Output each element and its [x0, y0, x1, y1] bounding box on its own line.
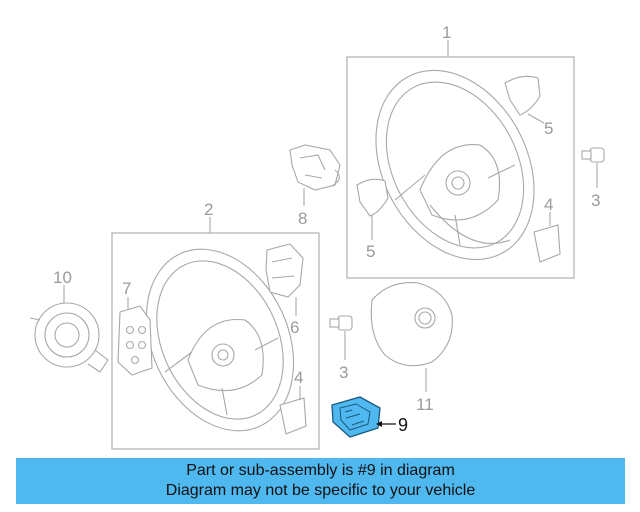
- callout-11: 11: [416, 395, 434, 414]
- bolt-3-lower: [329, 315, 353, 360]
- clock-spring-10: [29, 285, 109, 373]
- callout-4-lower: 4: [294, 368, 303, 387]
- bolt-3-upper: [581, 147, 605, 188]
- callout-10: 10: [53, 268, 72, 287]
- callout-9: 9: [398, 415, 408, 435]
- callout-1: 1: [442, 23, 451, 42]
- parts-diagram: 1 2 3 3 4 4 5 5 6 7 8 9 10 11: [29, 23, 605, 450]
- airbag-module-11: [370, 282, 453, 392]
- callout-5-lower: 5: [366, 242, 375, 261]
- assembly-frame-2: [111, 232, 320, 450]
- steering-wheel-assembly-2: [111, 217, 320, 450]
- callout-2: 2: [204, 200, 213, 219]
- callout-3-lower: 3: [339, 363, 348, 382]
- callout-4-upper: 4: [544, 195, 553, 214]
- part-9-highlighted: [331, 396, 396, 438]
- callout-8: 8: [298, 209, 307, 228]
- switch-module-8: [289, 144, 341, 206]
- assembly-frame-1: [346, 56, 575, 279]
- callout-6: 6: [290, 318, 299, 337]
- callout-3-upper: 3: [591, 191, 600, 210]
- steering-wheel-assembly-1: [346, 40, 575, 279]
- banner-line-2: Diagram may not be specific to your vehi…: [165, 482, 476, 499]
- info-banner: Part or sub-assembly is #9 in diagram Di…: [16, 458, 625, 504]
- banner-line-1: Part or sub-assembly is #9 in diagram: [186, 462, 455, 479]
- callout-7: 7: [122, 279, 131, 298]
- callout-5-upper: 5: [544, 119, 553, 138]
